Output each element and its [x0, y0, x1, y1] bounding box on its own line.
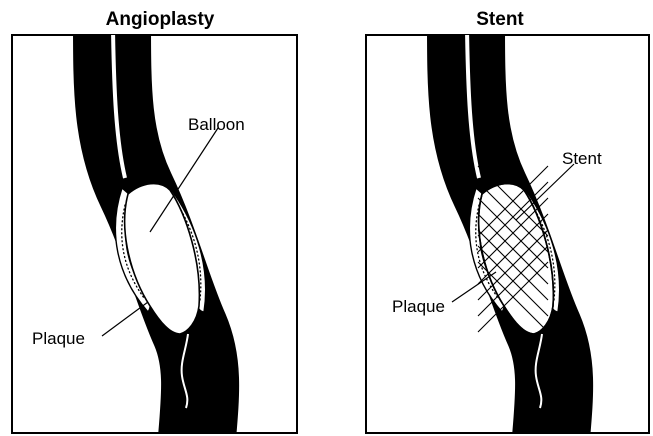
panel-title-stent: Stent [476, 9, 524, 30]
label-plaque-right: Plaque [392, 297, 445, 316]
panel-title-angioplasty: Angioplasty [106, 9, 215, 30]
label-plaque-left: Plaque [32, 329, 85, 348]
label-balloon: Balloon [188, 115, 245, 134]
panel-angioplasty: Angioplasty Balloon Plaque [12, 9, 297, 436]
label-stent: Stent [562, 149, 602, 168]
panel-stent: Stent Stent Plaque [366, 9, 649, 436]
